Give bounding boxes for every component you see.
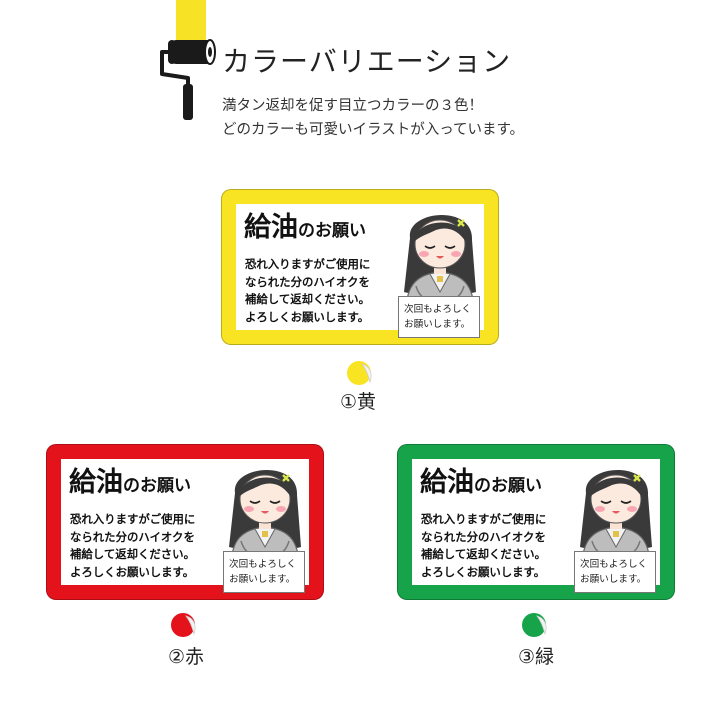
sign-message-line: なられた分のハイオクを <box>70 529 195 544</box>
description-line: 満タン返却を促す目立つカラーの３色！ <box>222 98 483 114</box>
sign-title-sub: のお願い <box>123 476 191 496</box>
sign-message-line: なられた分のハイオクを <box>421 529 546 544</box>
sign-message-line: なられた分のハイオクを <box>245 274 370 289</box>
color-swatch-sticker-icon <box>347 361 372 385</box>
sign-message-line: 恐れ入りますがご使用に <box>245 257 371 271</box>
paint-roller-icon <box>160 39 216 120</box>
thanks-note: 次回もよろしく お願いします。 <box>574 551 656 593</box>
color-swatch-sticker-icon <box>522 613 547 637</box>
thanks-note: 次回もよろしく お願いします。 <box>398 296 480 338</box>
sign-card-3: 給油のお願い 恐れ入りますがご使用に なられた分のハイオクを 補給して返却くださ… <box>397 444 675 600</box>
sign-message-line: 補給して返却ください。 <box>70 547 195 561</box>
sign-message-line: 補給して返却ください。 <box>245 292 370 306</box>
sign-inner-panel: 給油のお願い 恐れ入りますがご使用に なられた分のハイオクを 補給して返却くださ… <box>412 459 660 593</box>
bowing-woman-illustration <box>580 469 652 567</box>
sign-message: 恐れ入りますがご使用に なられた分のハイオクを 補給して返却ください。 よろしく… <box>245 256 370 326</box>
section-title: カラーバリエーション <box>222 45 512 78</box>
sign-title-sub: のお願い <box>298 221 366 241</box>
sign-message-line: 恐れ入りますがご使用に <box>70 512 196 526</box>
sign-inner-panel: 給油のお願い 恐れ入りますがご使用に なられた分のハイオクを 補給して返却くださ… <box>236 204 484 338</box>
sign-message: 恐れ入りますがご使用に なられた分のハイオクを 補給して返却ください。 よろしく… <box>421 511 546 581</box>
thanks-note-line: 次回もよろしく <box>580 559 648 570</box>
description-line: どのカラーも可愛いイラストが入っています。 <box>222 122 525 138</box>
sign-title: 給油のお願い <box>69 463 191 506</box>
thanks-note: 次回もよろしく お願いします。 <box>223 551 305 593</box>
bowing-woman-illustration <box>229 469 301 567</box>
thanks-note-line: 次回もよろしく <box>404 304 472 315</box>
sign-card-2: 給油のお願い 恐れ入りますがご使用に なられた分のハイオクを 補給して返却くださ… <box>46 444 324 600</box>
color-variant-label: ③緑 <box>517 646 555 668</box>
sign-message-line: 恐れ入りますがご使用に <box>421 512 547 526</box>
sign-title: 給油のお願い <box>420 463 542 506</box>
sign-message-line: よろしくお願いします。 <box>421 564 546 579</box>
sign-title: 給油のお願い <box>244 208 366 251</box>
sign-title-sub: のお願い <box>474 476 542 496</box>
thanks-note-line: お願いします。 <box>404 319 471 330</box>
thanks-note-line: お願いします。 <box>229 574 296 585</box>
sign-title-main: 給油 <box>69 467 123 498</box>
thanks-note-line: お願いします。 <box>580 574 647 585</box>
section-description: 満タン返却を促す目立つカラーの３色！ どのカラーも可愛いイラストが入っています。 <box>222 94 524 142</box>
color-variant-label: ②赤 <box>167 646 205 668</box>
sign-title-main: 給油 <box>244 212 298 243</box>
sign-title-main: 給油 <box>420 467 474 498</box>
color-swatch-sticker-icon <box>171 613 196 637</box>
sign-inner-panel: 給油のお願い 恐れ入りますがご使用に なられた分のハイオクを 補給して返却くださ… <box>61 459 309 593</box>
sign-message: 恐れ入りますがご使用に なられた分のハイオクを 補給して返却ください。 よろしく… <box>70 511 195 581</box>
paint-stripe <box>176 0 206 42</box>
sign-message-line: よろしくお願いします。 <box>70 564 195 579</box>
sign-card-1: 給油のお願い 恐れ入りますがご使用に なられた分のハイオクを 補給して返却くださ… <box>221 189 499 345</box>
thanks-note-line: 次回もよろしく <box>229 559 297 570</box>
sign-message-line: よろしくお願いします。 <box>245 309 370 324</box>
sign-message-line: 補給して返却ください。 <box>421 547 546 561</box>
color-variant-label: ①黄 <box>339 391 377 413</box>
